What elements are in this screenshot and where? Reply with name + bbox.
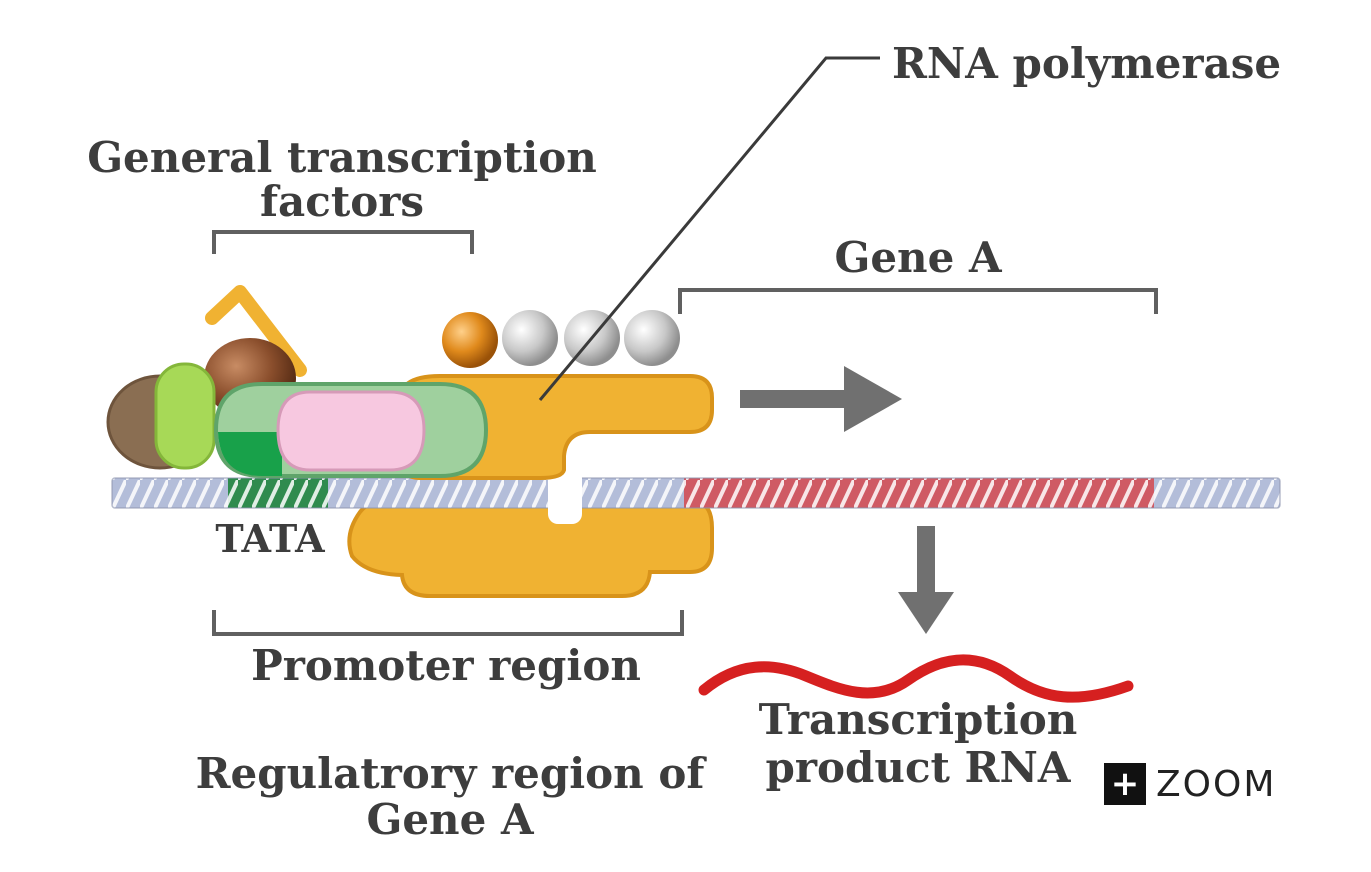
tata-label: TATA [215, 516, 325, 561]
zoom-label[interactable]: ZOOM [1156, 763, 1277, 805]
transcription-product-rna [698, 654, 1134, 703]
gene-a-bracket [678, 288, 1158, 314]
rna-polymerase-leader-line [538, 56, 880, 401]
gene-a-label: Gene A [834, 233, 1002, 282]
regulatory-region-label-line2: Gene A [366, 795, 534, 844]
transcription-product-label-line2: product RNA [766, 743, 1072, 792]
zoom-plus-icon[interactable]: + [1104, 763, 1146, 805]
promoter-region-label: Promoter region [251, 641, 641, 690]
regulatory-region-label-line1: Regulatrory region of [196, 749, 708, 798]
dna-strand [111, 477, 1281, 509]
transcription-output-arrow [898, 526, 954, 634]
general-transcription-factors [106, 285, 489, 478]
transcription-direction-arrow [740, 366, 902, 432]
promoter-bracket [212, 610, 684, 636]
rna-polymerase-label: RNA polymerase [892, 39, 1281, 88]
polymerase-subunit-balls [442, 310, 680, 368]
transcription-product-label-line1: Transcription [759, 695, 1078, 744]
rna-polymerase-lower-lobe [347, 498, 714, 598]
zoom-button[interactable]: + ZOOM [1104, 762, 1276, 806]
gtf-label-line2: factors [260, 177, 424, 226]
gtf-label-line1: General transcription [87, 133, 597, 182]
gtf-bracket [212, 230, 474, 254]
